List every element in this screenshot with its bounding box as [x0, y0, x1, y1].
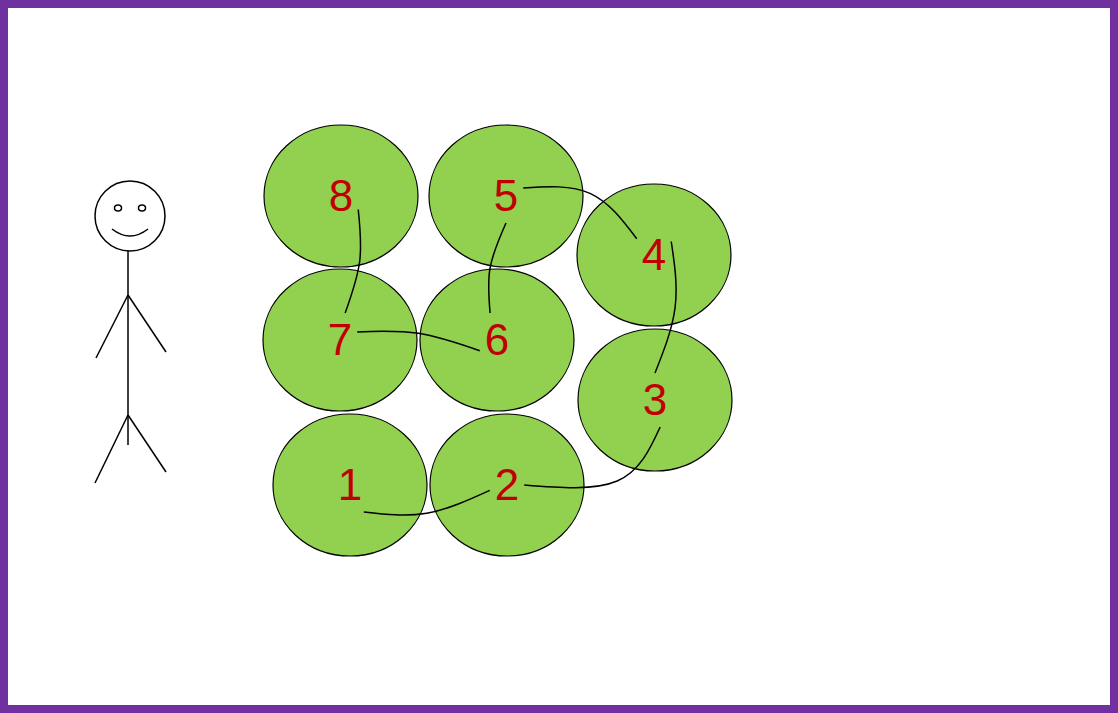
step-number: 7	[328, 318, 352, 362]
node-label-box: 4	[576, 183, 732, 327]
circle-node: 3	[577, 328, 733, 472]
circle-node: 2	[429, 413, 585, 557]
circle-node: 7	[262, 268, 418, 412]
circle-node: 4	[576, 183, 732, 327]
step-number: 4	[642, 233, 666, 277]
circle-node: 5	[428, 124, 584, 268]
step-number: 3	[643, 378, 667, 422]
node-label-box: 2	[429, 413, 585, 557]
node-label-box: 8	[263, 124, 419, 268]
step-number: 6	[485, 318, 509, 362]
step-number: 2	[495, 463, 519, 507]
node-label-box: 6	[419, 268, 575, 412]
circle-node: 1	[272, 413, 428, 557]
node-label-box: 1	[272, 413, 428, 557]
node-label-box: 3	[577, 328, 733, 472]
node-label-box: 5	[428, 124, 584, 268]
node-label-box: 7	[262, 268, 418, 412]
step-number: 5	[494, 174, 518, 218]
step-number: 1	[338, 463, 362, 507]
step-number: 8	[329, 174, 353, 218]
circle-node: 6	[419, 268, 575, 412]
circle-node: 8	[263, 124, 419, 268]
